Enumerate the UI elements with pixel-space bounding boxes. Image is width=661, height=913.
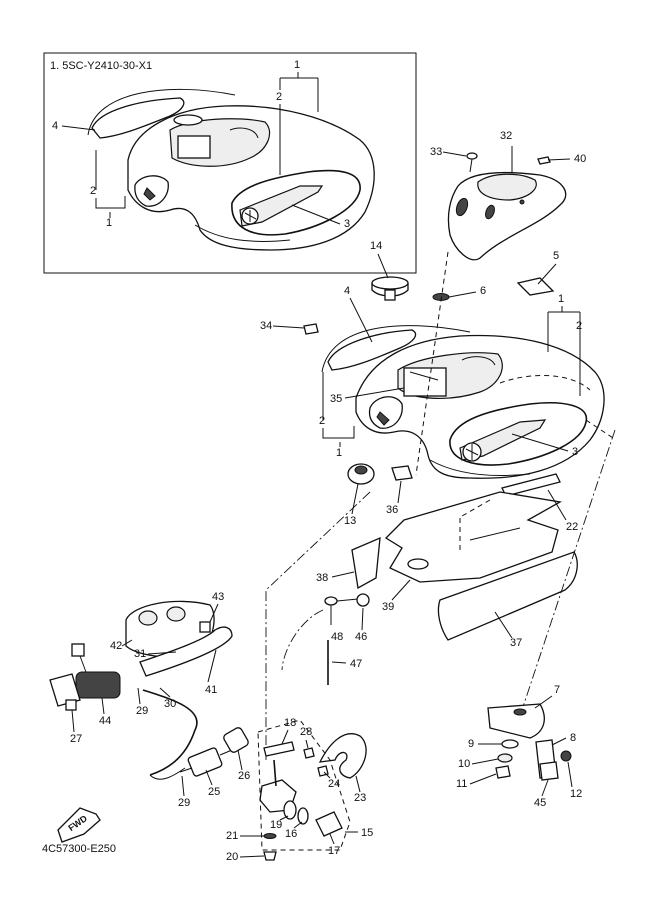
heat-shield-39 [384, 491, 562, 583]
callout-48: 48 [331, 631, 343, 643]
hose-23 [318, 733, 367, 779]
callout-13: 13 [344, 515, 356, 527]
rubber-pad-4 [321, 325, 471, 373]
callout-1-left: 1 [106, 217, 112, 229]
callout-25: 25 [208, 786, 220, 798]
screw-12 [560, 750, 572, 762]
inset-fuel-tank [127, 105, 375, 251]
damper-36 [391, 465, 413, 481]
callout-4: 4 [52, 120, 58, 132]
callout-34: 34 [260, 320, 272, 332]
callout-40: 40 [574, 153, 586, 165]
tank-top-cover [447, 171, 567, 261]
callout-20: 20 [226, 851, 238, 863]
fwd-arrow-icon: FWD [57, 807, 101, 843]
callout-16: 16 [285, 828, 297, 840]
main-callouts: 32 33 40 14 5 6 4 1 2 34 35 2 1 3 13 36 … [70, 130, 586, 863]
gasket-18 [263, 741, 295, 757]
callout-24: 24 [328, 778, 340, 790]
clip-28 [303, 747, 315, 759]
side-cover-37 [437, 551, 578, 641]
callout-36: 36 [386, 504, 398, 516]
damper-13 [347, 463, 375, 485]
callout-30: 30 [164, 698, 176, 710]
callout-5: 5 [553, 250, 559, 262]
callout-3: 3 [344, 218, 350, 230]
callout-23: 23 [354, 792, 366, 804]
callout-1-main-left: 1 [336, 447, 342, 459]
bracket-27 [49, 673, 81, 711]
callout-32: 32 [500, 130, 512, 142]
callout-28: 28 [300, 726, 312, 738]
callout-41: 41 [205, 684, 217, 696]
callout-35: 35 [330, 393, 342, 405]
inset-rubber-pad [87, 88, 236, 139]
fuel-filter-25 [179, 747, 233, 777]
footer-code: 4C57300-E250 [42, 843, 116, 855]
bolt-11 [495, 765, 511, 779]
clip-34 [303, 323, 319, 335]
filler-cap-14 [371, 276, 409, 301]
o-ring-19 [283, 800, 297, 820]
callout-26: 26 [238, 770, 250, 782]
callout-29-top: 29 [136, 705, 148, 717]
callout-11: 11 [456, 778, 467, 790]
screw-20 [263, 851, 277, 861]
callout-4-main: 4 [344, 285, 350, 297]
mount-bracket-7 [487, 703, 545, 739]
callout-38: 38 [316, 572, 328, 584]
callout-39: 39 [382, 601, 394, 613]
callout-3-main: 3 [572, 446, 578, 458]
nut-45 [539, 761, 559, 781]
callout-31: 31 [134, 648, 146, 660]
callout-12: 12 [570, 788, 582, 800]
callout-2-top: 2 [276, 91, 282, 103]
callout-27: 27 [70, 733, 82, 745]
callout-19: 19 [270, 819, 282, 831]
inset-title: 1. 5SC-Y2410-30-X1 [50, 60, 152, 72]
hose-fitting-46-48 [324, 593, 370, 625]
washer-21 [263, 833, 277, 839]
collar-10 [497, 753, 513, 763]
callout-33: 33 [430, 146, 442, 158]
grommet-40 [537, 156, 551, 165]
callout-45: 45 [534, 797, 546, 809]
callout-8: 8 [570, 732, 576, 744]
fuel-cock-26 [223, 727, 249, 753]
callout-14: 14 [370, 240, 382, 252]
callout-6: 6 [480, 285, 486, 297]
callout-44: 44 [99, 715, 111, 727]
callout-15: 15 [361, 827, 373, 839]
hose-41 [139, 626, 233, 677]
callout-18: 18 [284, 717, 296, 729]
inset-panel: 1. 5SC-Y2410-30-X1 1 2 [43, 52, 417, 274]
o-ring-16 [297, 807, 309, 825]
side-plate-38 [351, 536, 381, 590]
callout-17: 17 [328, 845, 340, 857]
callout-42: 42 [110, 640, 122, 652]
caution-label-5 [516, 277, 555, 296]
washer-9 [501, 739, 519, 749]
callout-22: 22 [566, 521, 578, 533]
bolt-33 [466, 152, 478, 173]
callout-29-bottom: 29 [178, 797, 190, 809]
hose-30 [142, 689, 198, 776]
callout-2-main-left: 2 [319, 415, 325, 427]
callout-2-left: 2 [90, 185, 96, 197]
strainer-17 [315, 811, 343, 837]
callout-1-main: 1 [558, 293, 564, 305]
callout-47: 47 [350, 658, 362, 670]
callout-7: 7 [554, 684, 560, 696]
callout-10: 10 [458, 758, 470, 770]
callout-43: 43 [212, 591, 224, 603]
main-fuel-tank [355, 334, 605, 479]
callout-37: 37 [510, 637, 522, 649]
callout-9: 9 [468, 738, 474, 750]
valve-44 [71, 643, 121, 699]
callout-1-top: 1 [294, 59, 300, 71]
callout-21: 21 [226, 830, 238, 842]
callout-2-main: 2 [576, 320, 582, 332]
callout-46: 46 [355, 631, 367, 643]
